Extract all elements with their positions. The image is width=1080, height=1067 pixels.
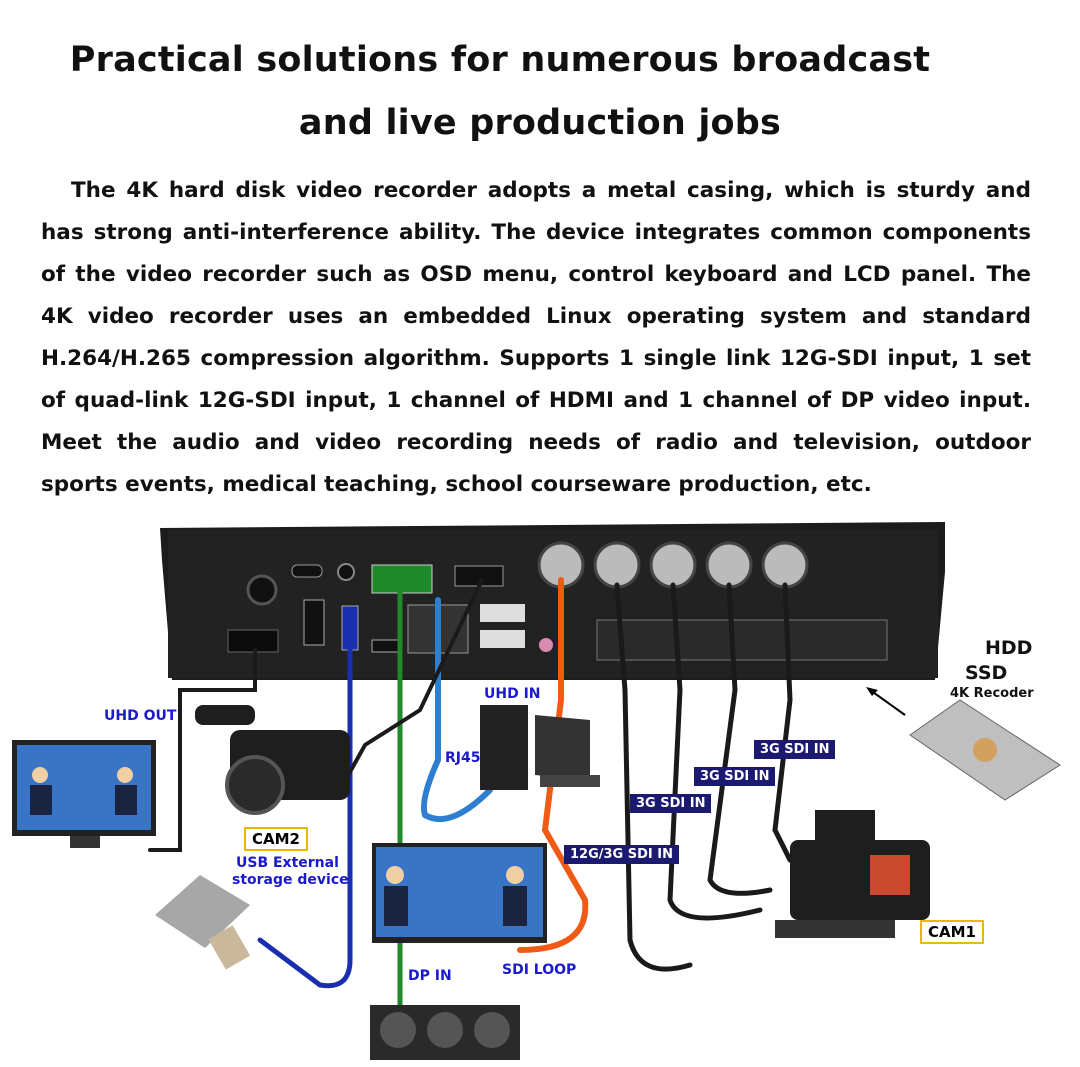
cam1-label: CAM1 xyxy=(920,920,984,944)
audio-port xyxy=(337,563,355,581)
sdi-in-tag-4: 12G/3G SDI IN xyxy=(564,845,679,864)
recorder-label: 4K Recoder xyxy=(950,686,1034,701)
usb-label-line-2: storage device xyxy=(232,872,349,888)
sdi-loop-cable xyxy=(517,577,589,953)
cam2-camcorder xyxy=(195,705,350,815)
ssd-label: SSD xyxy=(965,662,1008,684)
usb-cable xyxy=(257,647,353,989)
power-port xyxy=(246,574,278,606)
bnc-connectors xyxy=(537,541,809,589)
dp-in-label: DP IN xyxy=(408,968,452,984)
usb-port xyxy=(341,605,359,651)
cam2-label: CAM2 xyxy=(244,827,308,851)
center-monitor xyxy=(372,843,547,943)
uhd-in-computer xyxy=(480,705,600,790)
heading-line-1: Practical solutions for numerous broadca… xyxy=(69,40,931,80)
sdi-cable-4 xyxy=(772,582,793,863)
sdi-loop-label: SDI LOOP xyxy=(502,962,577,978)
sdi-in-tag-3: 3G SDI IN xyxy=(630,794,712,813)
sdi-cable-3 xyxy=(707,582,773,896)
usb-a-port-1 xyxy=(480,604,525,622)
ssd-drive xyxy=(909,699,1061,801)
rj45-cable xyxy=(420,597,493,822)
uhd-in-label: UHD IN xyxy=(484,686,541,702)
recorder-arrow xyxy=(869,689,906,716)
rj45-label: RJ45 xyxy=(445,750,481,766)
cables xyxy=(148,577,793,1013)
uhd-out-port xyxy=(227,629,279,653)
usb-a-port-2 xyxy=(480,630,525,648)
usb-c-port xyxy=(291,564,323,578)
hdmi-port xyxy=(303,599,325,646)
heading-line-2: and live production jobs xyxy=(298,103,782,143)
sdi-cable-2 xyxy=(667,582,763,921)
audio-jack xyxy=(539,638,553,652)
drive-bay xyxy=(596,619,888,661)
usb-storage-device xyxy=(155,875,251,970)
sdi-in-tag-1: 3G SDI IN xyxy=(754,740,836,759)
usb-label-line-1: USB External xyxy=(236,855,339,871)
recorder-rear-panel xyxy=(160,522,945,680)
sdi-in-tag-2: 3G SDI IN xyxy=(694,767,776,786)
sdi-cable-1 xyxy=(614,582,693,972)
uhd-out-label: UHD OUT xyxy=(104,708,177,724)
graphics-card xyxy=(370,1005,520,1060)
uhd-out-monitor xyxy=(12,740,156,848)
description-paragraph: The 4K hard disk video recorder adopts a… xyxy=(41,178,1031,497)
uhd-in-cable xyxy=(338,578,484,792)
cam1-cinema-camera xyxy=(775,810,930,938)
uhd-out-cable xyxy=(148,648,257,852)
hdd-label: HDD xyxy=(985,637,1033,659)
